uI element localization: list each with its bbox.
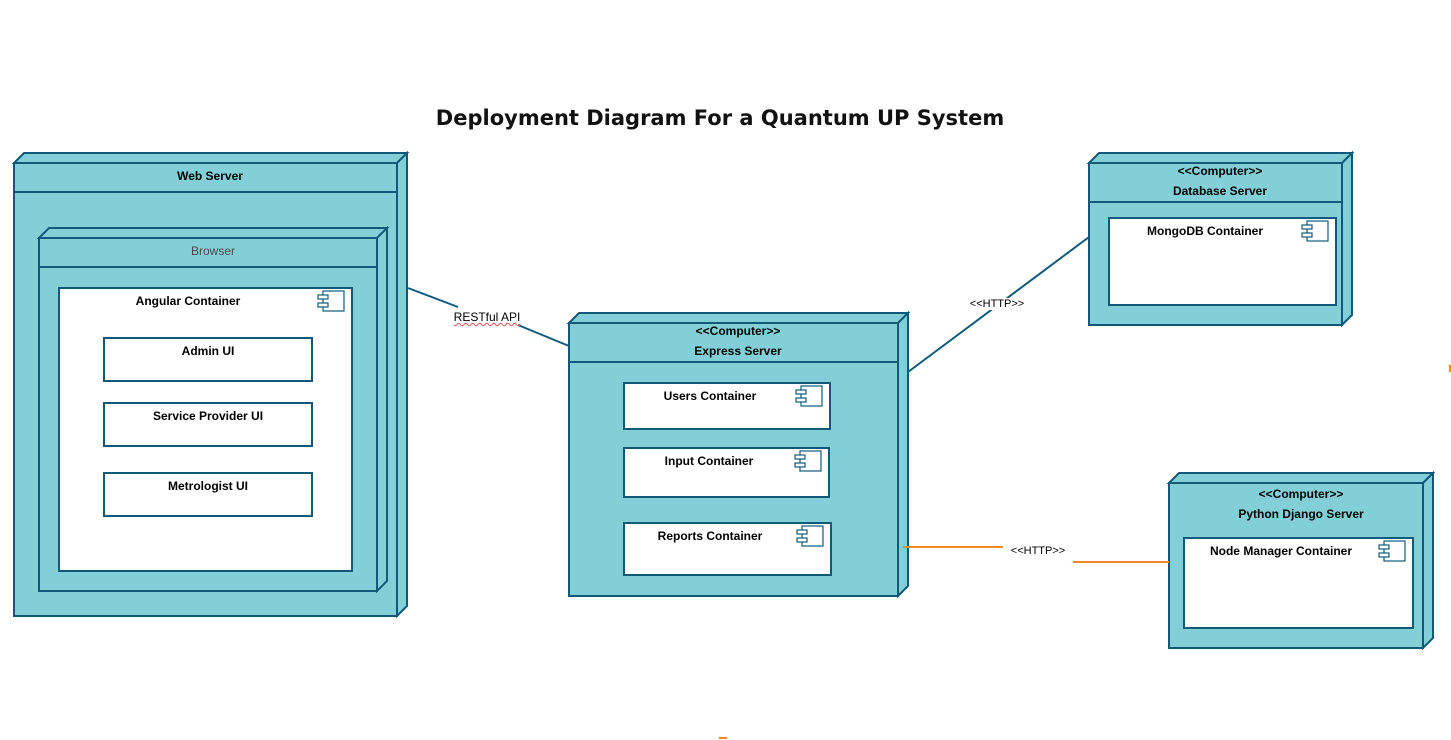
browser-label: Browser bbox=[190, 244, 236, 258]
mongodb-container-label: MongoDB Container bbox=[1147, 224, 1263, 238]
express-server-stereotype: <<Computer>> bbox=[695, 324, 781, 338]
users-container-label: Users Container bbox=[663, 389, 757, 403]
admin-ui-box[interactable] bbox=[103, 337, 313, 382]
django-server-stereotype: <<Computer>> bbox=[1258, 487, 1344, 501]
diagram-title: Deployment Diagram For a Quantum UP Syst… bbox=[435, 106, 1005, 130]
service-provider-ui-box[interactable] bbox=[103, 402, 313, 447]
component-icon bbox=[794, 450, 822, 472]
http-db-label: <<HTTP>> bbox=[966, 298, 1028, 310]
metrologist-ui-box[interactable] bbox=[103, 472, 313, 517]
http-django-connector[interactable] bbox=[903, 546, 1169, 563]
web-server-label: Web Server bbox=[177, 169, 243, 183]
component-icon bbox=[796, 525, 824, 547]
angular-container-label: Angular Container bbox=[135, 294, 241, 308]
node-manager-container-label: Node Manager Container bbox=[1209, 544, 1353, 558]
restful-api-connector[interactable] bbox=[407, 287, 570, 347]
database-server-label: Database Server bbox=[1172, 184, 1268, 198]
express-server-label: Express Server bbox=[694, 344, 782, 358]
component-icon bbox=[1301, 220, 1329, 242]
service-provider-ui-label: Service Provider UI bbox=[152, 409, 264, 423]
input-container-label: Input Container bbox=[664, 454, 754, 468]
mongodb-container[interactable] bbox=[1108, 217, 1337, 306]
http-django-label: <<HTTP>> bbox=[1007, 545, 1069, 557]
metrologist-ui-label: Metrologist UI bbox=[168, 479, 248, 493]
component-icon bbox=[317, 290, 345, 312]
node-manager-container[interactable] bbox=[1183, 537, 1414, 629]
component-icon bbox=[1378, 540, 1406, 562]
admin-ui-label: Admin UI bbox=[181, 344, 235, 358]
restful-api-label-wrap: RESTful API bbox=[454, 310, 521, 324]
django-server-label: Python Django Server bbox=[1238, 507, 1364, 521]
reports-container-label: Reports Container bbox=[657, 529, 763, 543]
component-icon bbox=[795, 385, 823, 407]
database-server-stereotype: <<Computer>> bbox=[1177, 164, 1263, 178]
restful-api-label: RESTful API bbox=[453, 310, 521, 324]
